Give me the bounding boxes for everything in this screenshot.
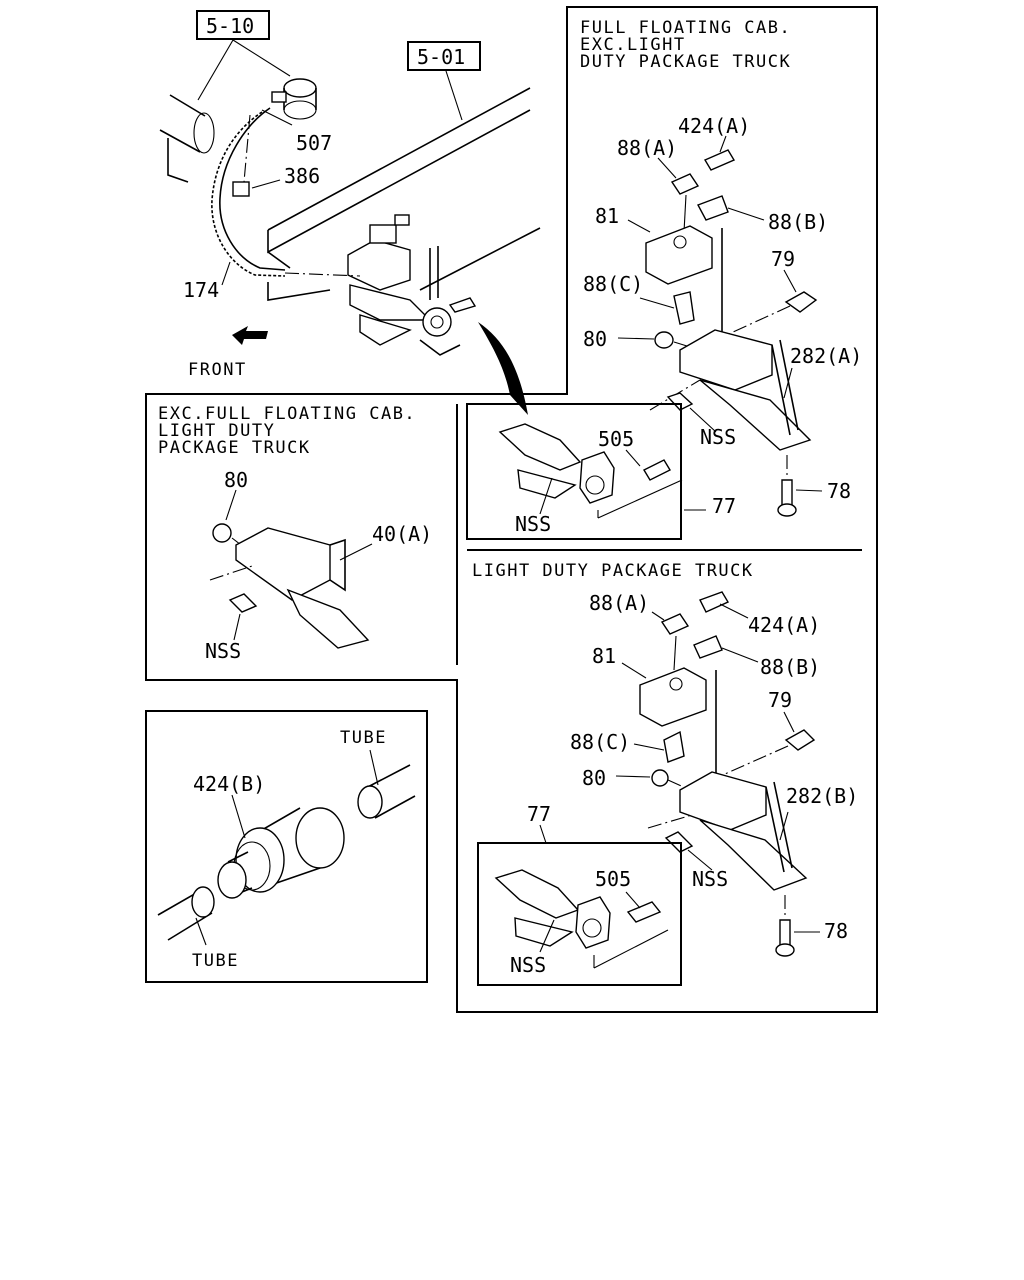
part-77: 77 <box>712 494 736 518</box>
part-424a: 424(A) <box>678 114 750 138</box>
exc-part-40a: 40(A) <box>372 522 432 546</box>
ld-part-282b: 282(B) <box>786 784 858 808</box>
part-81: 81 <box>595 204 619 228</box>
full-floating-panel: FULL FLOATING CAB. EXC.LIGHT DUTY PACKAG… <box>145 6 878 1013</box>
exc-part-nss: NSS <box>205 639 241 663</box>
part-80: 80 <box>583 327 607 351</box>
curved-arrow-icon <box>478 322 528 415</box>
tube-label-top: TUBE <box>340 728 387 748</box>
exc-part-80: 80 <box>224 468 248 492</box>
light-duty-caption: LIGHT DUTY PACKAGE TRUCK <box>472 561 754 581</box>
ref-box-5-01[interactable] <box>407 41 481 71</box>
exc-full-floating-panel: EXC.FULL FLOATING CAB. LIGHT DUTY PACKAG… <box>158 404 458 665</box>
exc-full-caption-3: PACKAGE TRUCK <box>158 438 311 458</box>
ld-part-424a: 424(A) <box>748 613 820 637</box>
ld-part-80: 80 <box>582 766 606 790</box>
ref-5-01: 5-01 <box>417 45 465 69</box>
part-88a: 88(A) <box>617 136 677 160</box>
ld-part-88a: 88(A) <box>589 591 649 615</box>
front-arrow-icon <box>232 326 268 345</box>
part-nss-1: NSS <box>700 425 736 449</box>
part-174: 174 <box>183 278 219 302</box>
part-88b: 88(B) <box>768 210 828 234</box>
main-assembly: 5-10 5-01 <box>159 10 541 415</box>
tube-label-bottom: TUBE <box>192 951 239 971</box>
part-386: 386 <box>284 164 320 188</box>
tube-detail-panel: TUBE 424(B) TUBE <box>145 710 428 983</box>
tube-part-424b: 424(B) <box>193 772 265 796</box>
part-282a: 282(A) <box>790 344 862 368</box>
part-nss-2: NSS <box>515 512 551 536</box>
full-floating-caption-2: EXC.LIGHT <box>580 35 686 55</box>
ld-part-77: 77 <box>527 802 551 826</box>
exc-full-caption-2: LIGHT DUTY <box>158 421 275 441</box>
full-floating-caption-1: FULL FLOATING CAB. <box>580 18 791 38</box>
ld-part-88c: 88(C) <box>570 730 630 754</box>
ld-part-79: 79 <box>768 688 792 712</box>
part-88c: 88(C) <box>583 272 643 296</box>
ref-5-10: 5-10 <box>206 14 254 38</box>
ld-part-81: 81 <box>592 644 616 668</box>
subassembly-box-77a <box>466 403 682 540</box>
subassembly-box-77b <box>477 842 682 986</box>
part-505: 505 <box>598 427 634 451</box>
ld-part-nss-2: NSS <box>510 953 546 977</box>
tube-detail-box <box>145 710 428 983</box>
full-floating-caption-3: DUTY PACKAGE TRUCK <box>580 52 791 72</box>
front-label: FRONT <box>188 360 247 380</box>
part-507: 507 <box>296 131 332 155</box>
part-78: 78 <box>827 479 851 503</box>
ref-box-5-10[interactable] <box>196 10 270 40</box>
part-79: 79 <box>771 247 795 271</box>
light-duty-panel: LIGHT DUTY PACKAGE TRUCK 88(A) 424(A) <box>472 561 858 986</box>
ld-part-88b: 88(B) <box>760 655 820 679</box>
ld-part-nss-1: NSS <box>692 867 728 891</box>
exc-full-caption-1: EXC.FULL FLOATING CAB. <box>158 404 416 424</box>
ld-part-78: 78 <box>824 919 848 943</box>
ld-part-505: 505 <box>595 867 631 891</box>
